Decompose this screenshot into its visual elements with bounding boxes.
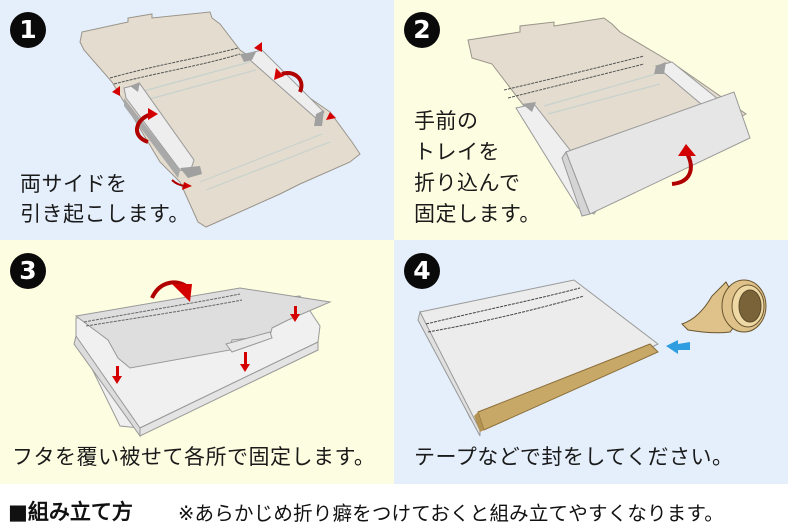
assembly-footer: ■組み立て方 ※あらかじめ折り癖をつけておくと組み立てやすくなります。 [0, 484, 788, 532]
step-3-panel: 3 フタを覆い被せて各所で固定します。 [0, 240, 394, 484]
step-1-illustration [79, 11, 361, 228]
step-badge: 2 [404, 12, 440, 48]
step-caption: フタを覆い被せて各所で固定します。 [12, 445, 376, 469]
step-2-illustration [467, 17, 751, 217]
step-2-panel: 2 手前の トレイを 折り込んで 固定します。 [394, 0, 788, 240]
step-badge: 3 [10, 253, 46, 289]
section-title: ■組み立て方 [8, 500, 133, 524]
step-caption: 両サイドを 引き起こします。 [20, 172, 190, 226]
step-4-panel: 4 テープなどで封をしてください。 [394, 240, 788, 484]
step-badge: 4 [404, 253, 440, 289]
assembly-steps-grid: 1 両サイドを 引き起こします。 2 手前の トレイを 折り込んで 固定します。 [0, 0, 788, 484]
step-badge: 1 [10, 12, 46, 48]
step-caption: テープなどで封をしてください。 [414, 445, 734, 469]
assembly-note: ※あらかじめ折り癖をつけておくと組み立てやすくなります。 [178, 502, 724, 525]
step-3-illustration [73, 280, 332, 438]
step-4-illustration [417, 279, 767, 437]
step-caption: 手前の トレイを 折り込んで 固定します。 [414, 109, 541, 226]
step-1-panel: 1 両サイドを 引き起こします。 [0, 0, 394, 240]
